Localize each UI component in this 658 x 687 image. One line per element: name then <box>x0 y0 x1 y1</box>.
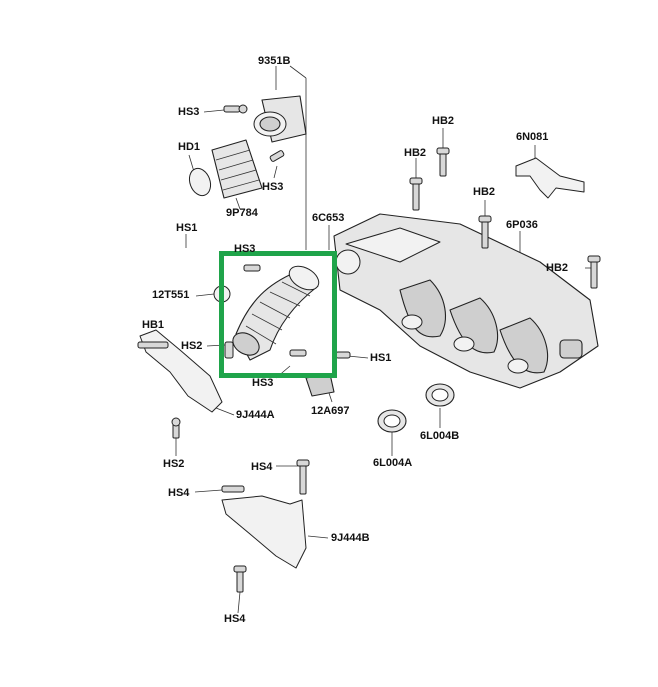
label-6n081: 6N081 <box>516 131 549 143</box>
bolt-hs4-bottom <box>233 565 247 593</box>
label-hd1: HD1 <box>178 141 201 153</box>
bracket-9j444a <box>137 329 223 413</box>
bolt-hs3-mid <box>269 150 285 162</box>
bolt-hs3-box <box>243 264 261 272</box>
bolt-hs4-top <box>296 459 310 495</box>
bolt-hs1-right <box>335 351 351 359</box>
label-hs4-mid: HS4 <box>168 487 190 499</box>
label-hb2-c: HB2 <box>473 186 496 198</box>
bellows-9p784 <box>211 139 263 199</box>
label-12t551: 12T551 <box>152 289 190 301</box>
label-hb2-d: HB2 <box>546 262 569 274</box>
bolt-hb2-c <box>478 215 492 249</box>
highlight-box <box>219 251 337 378</box>
throttle-elbow-9351b <box>253 95 307 143</box>
label-hb1: HB1 <box>142 319 165 331</box>
label-hs1-left: HS1 <box>176 222 198 234</box>
gasket-6l004b <box>425 383 455 407</box>
label-hs3-bottom: HS3 <box>252 377 274 389</box>
label-hs4-bottom: HS4 <box>224 613 246 625</box>
label-hs2-low: HS2 <box>163 458 185 470</box>
label-hb2-a: HB2 <box>404 147 427 159</box>
label-hs3-box: HS3 <box>234 243 256 255</box>
label-9j444b: 9J444B <box>331 532 370 544</box>
label-hs4-top: HS4 <box>251 461 273 473</box>
bracket-6n081 <box>515 157 585 199</box>
label-6l004a: 6L004A <box>373 457 413 469</box>
bolt-hs2-low <box>171 417 181 439</box>
gasket-6l004a <box>377 409 407 433</box>
label-6l004b: 6L004B <box>420 430 460 442</box>
label-hs2-mid: HS2 <box>181 340 203 352</box>
label-12a697: 12A697 <box>311 405 350 417</box>
label-hs1-right: HS1 <box>370 352 392 364</box>
intake-manifold-6p036 <box>333 213 599 389</box>
label-9351b: 9351B <box>258 55 291 67</box>
bolt-hb2-b <box>436 147 450 177</box>
label-9p784: 9P784 <box>226 207 258 219</box>
bolt-hb2-a <box>409 177 423 211</box>
bolt-hs2-mid <box>224 341 234 359</box>
label-6p036: 6P036 <box>506 219 538 231</box>
label-hs3-top: HS3 <box>178 106 200 118</box>
label-hb2-b: HB2 <box>432 115 455 127</box>
bracket-9j444b <box>221 485 307 569</box>
label-hs3-mid: HS3 <box>262 181 284 193</box>
clamp-hd1 <box>188 167 212 197</box>
bolt-hs3-top <box>223 104 248 114</box>
intake-tube-6c653 <box>232 265 320 361</box>
label-9j444a: 9J444A <box>236 409 275 421</box>
label-6c653: 6C653 <box>312 212 345 224</box>
bolt-hb2-d <box>587 255 601 289</box>
bolt-hs3-bottom <box>289 349 307 357</box>
